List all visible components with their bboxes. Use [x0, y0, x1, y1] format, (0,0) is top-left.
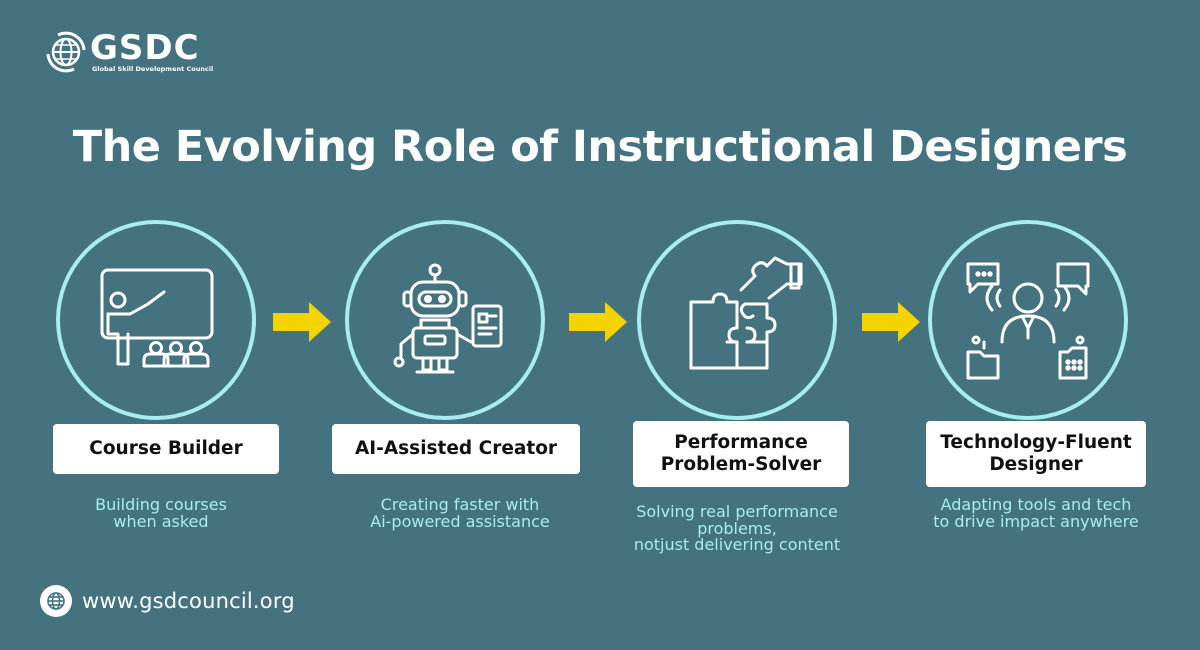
stage-3-label: Performance Problem-Solver	[633, 421, 849, 487]
stage-4-circle	[928, 220, 1128, 420]
puzzle-icon	[689, 256, 803, 370]
stage-4-label: Technology-Fluent Designer	[926, 421, 1146, 487]
stage-3-label-line-1: Performance	[674, 432, 808, 453]
teacher-presentation-icon	[100, 268, 214, 368]
arrow-right-icon	[569, 302, 627, 342]
stage-3-description-line: notjust delivering content	[633, 535, 841, 554]
stage-4-label-line-2: Designer	[989, 454, 1083, 475]
stage-4-description: Adapting tools and tech to drive impact …	[906, 495, 1166, 531]
globe-logo-icon	[46, 31, 86, 73]
stage-2-description-line: Ai-powered assistance	[370, 511, 550, 531]
footer: www.gsdcouncil.org	[40, 585, 295, 617]
stage-2-label-text: AI-Assisted Creator	[354, 438, 558, 459]
stage-1-description-line: when asked	[113, 511, 209, 531]
robot-icon	[393, 263, 503, 374]
stage-4-label-line-1: Technology-Fluent	[940, 432, 1132, 453]
stage-2-label: AI-Assisted Creator	[332, 424, 580, 474]
stage-4-description-line: Adapting tools and tech	[940, 495, 1132, 514]
arrow-right-icon	[273, 302, 331, 342]
globe-icon	[40, 585, 72, 617]
connected-person-icon	[966, 262, 1090, 380]
logo-subtitle: Global Skill Development Council	[92, 65, 214, 73]
stage-2-circle	[345, 220, 545, 420]
stage-1-description: Building courses when asked	[46, 495, 276, 531]
stage-3-description-line: Solving real performance	[636, 502, 838, 521]
stage-1-description-line: Building courses	[95, 495, 227, 514]
stage-1-label: Course Builder	[53, 424, 279, 474]
logo: GSDC Global Skill Development Council	[44, 30, 213, 74]
stage-1-circle	[56, 220, 256, 420]
stage-2-description: Creating faster with Ai-powered assistan…	[340, 495, 580, 531]
stage-3-label-line-2: Problem-Solver	[660, 454, 822, 475]
stage-3-circle	[637, 220, 837, 420]
arrow-right-icon	[862, 302, 920, 342]
stage-2-description-line: Creating faster with	[380, 495, 540, 514]
stage-3-description-line: problems,	[697, 518, 777, 538]
stage-1-label-text: Course Builder	[89, 438, 243, 459]
page-title: The Evolving Role of Instructional Desig…	[72, 122, 1128, 172]
logo-name: GSDC	[90, 28, 200, 68]
website-link[interactable]: www.gsdcouncil.org	[82, 589, 295, 613]
stage-4-description-line: to drive impact anywhere	[933, 511, 1139, 531]
stage-3-description: Solving real performance problems, notju…	[612, 502, 862, 554]
